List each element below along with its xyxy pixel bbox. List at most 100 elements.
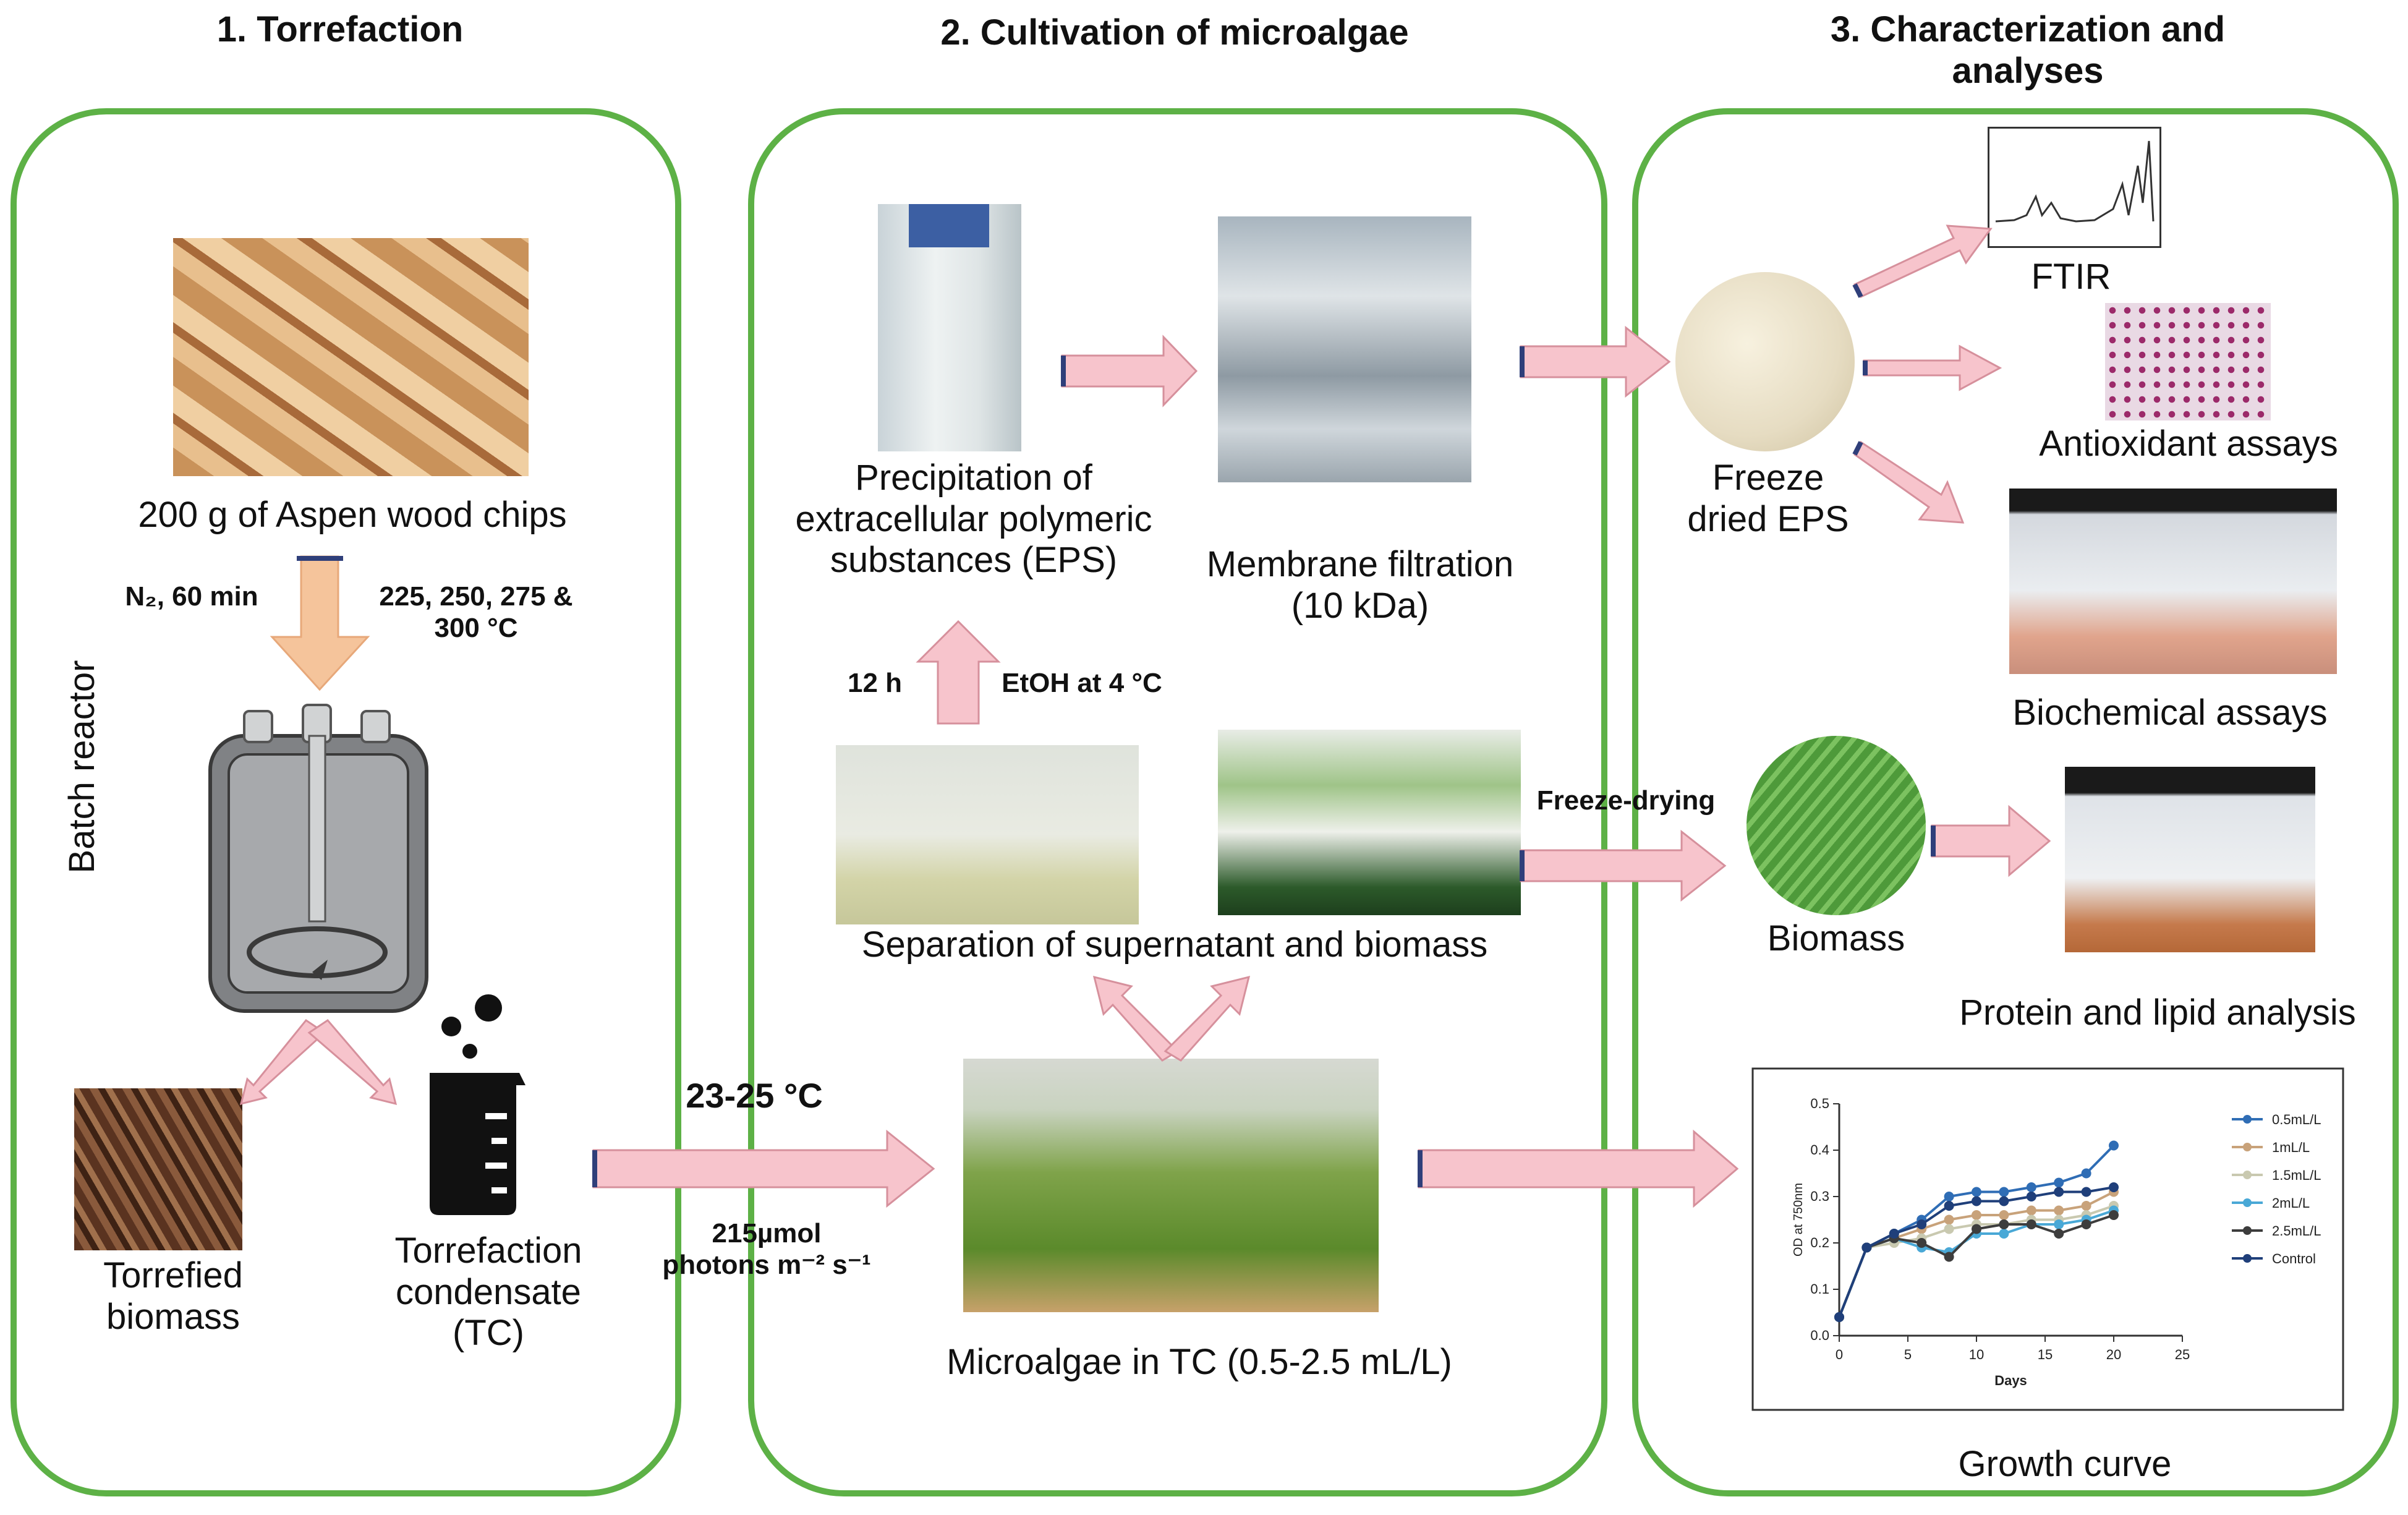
data-point bbox=[1944, 1214, 1954, 1225]
temperature-label: 225, 250, 275 & 300 °C bbox=[379, 581, 573, 643]
arrow-to-ftir bbox=[1853, 224, 1993, 298]
protein-lipid-tubes-photo bbox=[2065, 767, 2315, 952]
antioxidant-assays-label: Antioxidant assays bbox=[2039, 424, 2338, 464]
arrow-up-precipitation bbox=[916, 620, 1001, 725]
wood-chips-label: 200 g of Aspen wood chips bbox=[138, 495, 567, 535]
ethanol-label: EtOH at 4 °C bbox=[1002, 668, 1162, 698]
x-axis-title: Days bbox=[1994, 1373, 2027, 1388]
data-point bbox=[1999, 1187, 2009, 1197]
y-tick-label: 0.4 bbox=[1810, 1142, 1829, 1158]
arrow-to-membrane bbox=[1061, 335, 1198, 408]
panel-cultivation bbox=[748, 108, 1607, 1496]
data-point bbox=[2109, 1140, 2119, 1151]
panel-torrefaction bbox=[11, 108, 681, 1496]
x-tick-label: 5 bbox=[1904, 1347, 1912, 1362]
legend-label: 2mL/L bbox=[2272, 1195, 2310, 1211]
y-tick-label: 0.2 bbox=[1810, 1235, 1829, 1250]
legend-marker bbox=[2243, 1198, 2252, 1207]
arrow-to-protein-lipid bbox=[1931, 804, 2051, 877]
data-point bbox=[2109, 1182, 2119, 1192]
data-point bbox=[2081, 1201, 2091, 1211]
microalgae-label: Microalgae in TC (0.5-2.5 mL/L) bbox=[947, 1342, 1452, 1382]
data-point bbox=[1944, 1201, 1954, 1211]
data-point bbox=[2081, 1219, 2091, 1229]
arrow-torrefaction-down bbox=[270, 555, 370, 691]
cultivation-temperature-label: 23-25 °C bbox=[686, 1076, 823, 1115]
supernatant-bottles-photo bbox=[836, 745, 1139, 924]
data-point bbox=[1999, 1196, 2009, 1206]
ftir-thumbnail bbox=[1988, 127, 2161, 248]
legend-label: 0.5mL/L bbox=[2272, 1112, 2321, 1127]
time-label: 12 h bbox=[847, 668, 903, 698]
data-point bbox=[2026, 1219, 2036, 1229]
batch-reactor-icon bbox=[208, 704, 428, 1013]
freeze-drying-label: Freeze-drying bbox=[1536, 785, 1716, 816]
data-point bbox=[1972, 1224, 1981, 1234]
arrow-to-growth-curve bbox=[1418, 1129, 1739, 1208]
arrow-to-freeze-dried bbox=[1520, 325, 1671, 398]
arrow-to-torrefied bbox=[239, 1018, 326, 1106]
data-point bbox=[1917, 1219, 1927, 1229]
y-tick-label: 0.5 bbox=[1810, 1096, 1829, 1111]
legend-label: 1.5mL/L bbox=[2272, 1167, 2321, 1183]
biomass-label: Biomass bbox=[1767, 918, 1905, 958]
data-point bbox=[2026, 1205, 2036, 1216]
x-tick-label: 25 bbox=[2175, 1347, 2190, 1362]
data-point bbox=[1889, 1229, 1899, 1239]
wood-chips-photo bbox=[173, 238, 529, 476]
data-point bbox=[1999, 1210, 2009, 1220]
data-point bbox=[2054, 1187, 2064, 1197]
legend-marker bbox=[2243, 1115, 2252, 1124]
x-tick-label: 10 bbox=[1969, 1347, 1984, 1362]
biochemical-tubes-photo bbox=[2009, 489, 2337, 674]
batch-reactor-label: Batch reactor bbox=[62, 660, 102, 874]
data-point bbox=[2026, 1182, 2036, 1192]
data-point bbox=[1972, 1196, 1981, 1206]
separation-label: Separation of supernatant and biomass bbox=[861, 924, 1488, 965]
panel-characterization bbox=[1632, 108, 2399, 1496]
freeze-dried-eps-photo bbox=[1675, 272, 1855, 451]
data-point bbox=[1944, 1224, 1954, 1234]
arrow-to-separation-right bbox=[1164, 975, 1251, 1062]
data-point bbox=[2081, 1187, 2091, 1197]
legend-label: 1mL/L bbox=[2272, 1140, 2310, 1155]
freeze-dried-eps-label: Freeze dried EPS bbox=[1687, 458, 1849, 539]
biochemical-assays-label: Biochemical assays bbox=[2012, 693, 2328, 733]
data-point bbox=[1972, 1187, 1981, 1197]
atmosphere-label: N₂, 60 min bbox=[125, 581, 258, 612]
growth-curve-label: Growth curve bbox=[1958, 1444, 2172, 1484]
section-title-characterization: 3. Characterization and analyses bbox=[1830, 9, 2226, 91]
torrefied-biomass-photo bbox=[74, 1088, 242, 1250]
y-tick-label: 0.3 bbox=[1810, 1189, 1829, 1204]
biomass-petri-photo bbox=[1746, 736, 1926, 915]
arrow-freeze-drying bbox=[1520, 829, 1727, 902]
legend-label: Control bbox=[2272, 1251, 2316, 1266]
growth-chart-frame bbox=[1751, 1067, 2344, 1411]
protein-lipid-label: Protein and lipid analysis bbox=[1959, 992, 2356, 1033]
data-point bbox=[2054, 1229, 2064, 1239]
x-tick-label: 0 bbox=[1836, 1347, 1843, 1362]
data-point bbox=[1944, 1252, 1954, 1262]
data-point bbox=[2054, 1219, 2064, 1229]
data-point bbox=[2026, 1192, 2036, 1201]
y-tick-label: 0.1 bbox=[1810, 1281, 1829, 1297]
section-title-cultivation: 2. Cultivation of microalgae bbox=[940, 12, 1409, 53]
data-point bbox=[1917, 1238, 1927, 1248]
data-point bbox=[2054, 1205, 2064, 1216]
beaker-icon bbox=[430, 994, 525, 1215]
microalgae-bottles-photo bbox=[963, 1059, 1379, 1312]
data-point bbox=[1999, 1219, 2009, 1229]
data-point bbox=[1861, 1242, 1872, 1253]
legend-marker bbox=[2243, 1254, 2252, 1263]
x-tick-label: 20 bbox=[2106, 1347, 2121, 1362]
legend-marker bbox=[2243, 1143, 2252, 1151]
data-point bbox=[2081, 1168, 2091, 1179]
arrow-to-biochemical bbox=[1853, 440, 1965, 524]
arrow-tc-to-microalgae bbox=[592, 1129, 935, 1208]
membrane-filtration-photo bbox=[1218, 216, 1471, 482]
precipitation-label: Precipitation of extracellular polymeric… bbox=[795, 458, 1152, 581]
antioxidant-plate-photo bbox=[2105, 303, 2271, 420]
